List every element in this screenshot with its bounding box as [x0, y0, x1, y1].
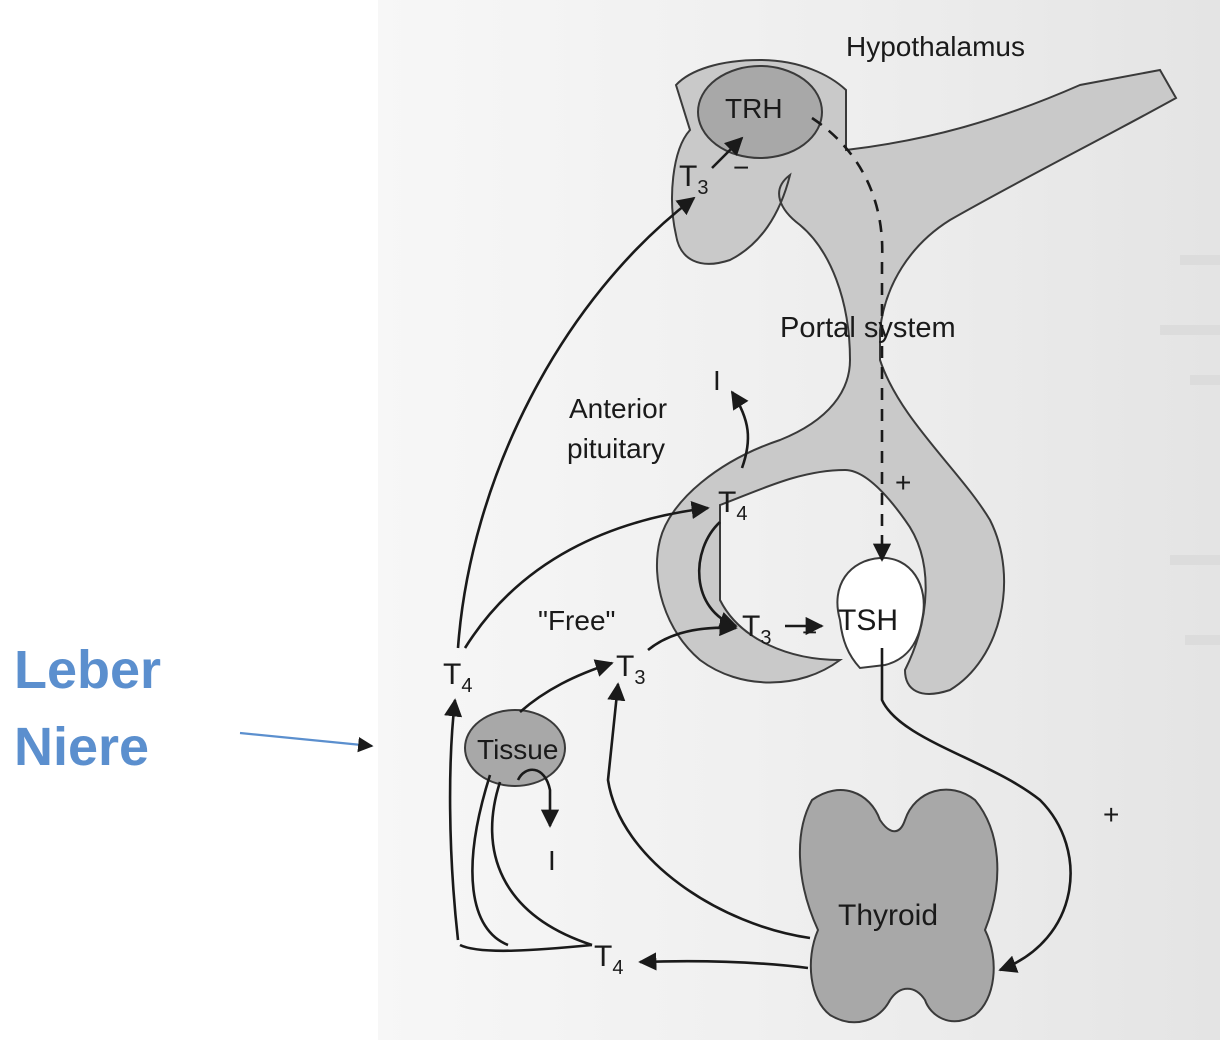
thyroid-to-t3-arrow — [608, 684, 810, 938]
tsh-label: TSH — [838, 604, 898, 637]
annotation-arrow — [240, 733, 372, 746]
anterior-pituitary-label-2: pituitary — [567, 433, 665, 464]
annotation-leber: Leber — [14, 643, 161, 697]
svg-text:T3: T3 — [616, 650, 645, 689]
free-label: "Free" — [538, 605, 615, 636]
t4-bottom-to-left — [460, 945, 592, 951]
iodide-label-tissue: I — [548, 845, 556, 876]
svg-text:T4: T4 — [443, 658, 472, 697]
annotation-niere: Niere — [14, 720, 149, 774]
minus-sign-trh: − — [733, 152, 749, 183]
t4-up-from-tissue-arrow — [450, 700, 458, 940]
plus-sign-pituitary: + — [895, 467, 911, 498]
thyroid-label: Thyroid — [838, 899, 938, 932]
hypothalamus-label: Hypothalamus — [846, 31, 1025, 62]
t4-left-label: T4 — [443, 658, 472, 697]
tissue-to-t3-arrow — [520, 663, 612, 712]
page-bleed-lines — [1160, 260, 1220, 640]
minus-sign-tsh: − — [802, 617, 817, 647]
plus-sign-thyroid: + — [1103, 799, 1119, 830]
anterior-pituitary-label-1: Anterior — [569, 393, 667, 424]
thyroid-to-t4-arrow — [640, 961, 808, 968]
iodide-label-pituitary: I — [713, 365, 721, 396]
t4-bottom-label: T4 — [594, 940, 623, 979]
svg-text:T4: T4 — [594, 940, 623, 979]
t3-free-label: T3 — [616, 650, 645, 689]
tissue-to-t4-curve-2 — [472, 775, 508, 945]
trh-label: TRH — [725, 93, 783, 124]
tissue-label: Tissue — [477, 734, 558, 765]
tissue-to-t4-curve — [492, 782, 592, 945]
portal-system-label: Portal system — [780, 312, 956, 344]
